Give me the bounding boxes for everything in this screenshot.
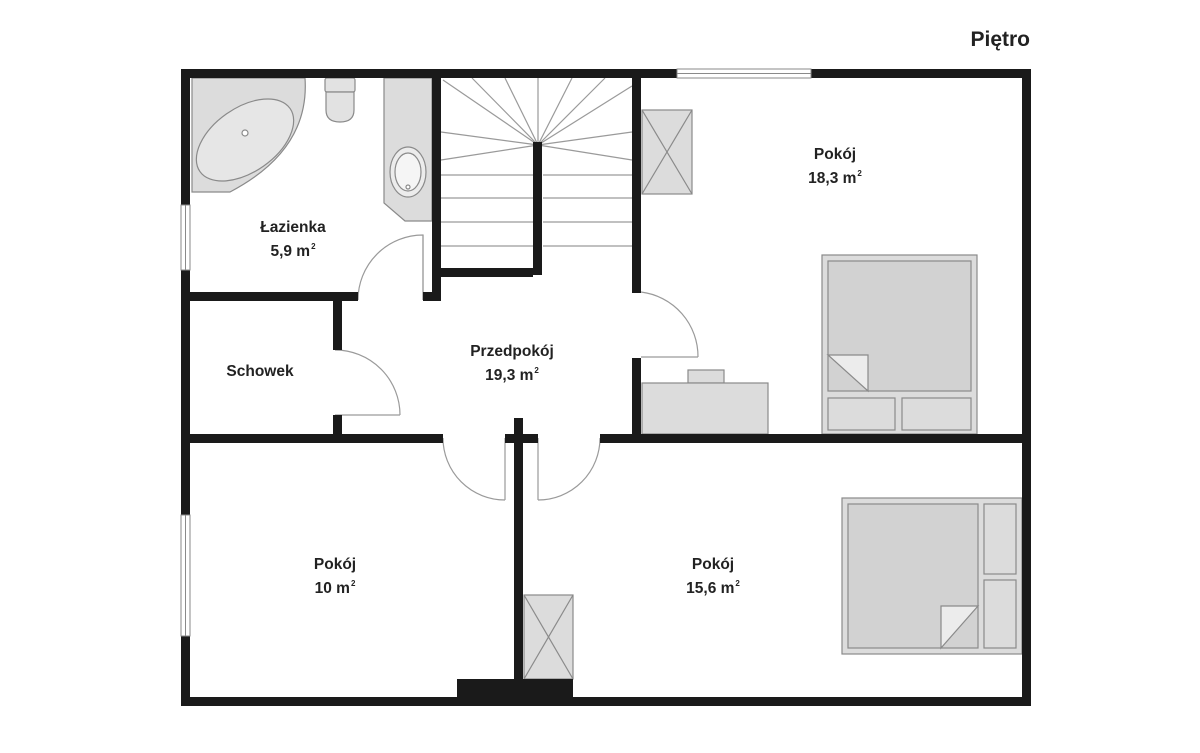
room-name: Przedpokój (470, 343, 554, 360)
wardrobe-s (523, 594, 574, 680)
room-area: 10 m2 (314, 579, 356, 597)
walls (181, 69, 1031, 706)
room-label-storage: Schowek (205, 362, 315, 381)
room-label-hall: Przedpokój 19,3 m2 (452, 342, 572, 385)
desk (641, 369, 769, 435)
bathtub (191, 77, 306, 193)
room-name: Schowek (226, 363, 294, 380)
room-area: 15,6 m2 (686, 579, 740, 597)
wardrobe-ne (641, 109, 693, 195)
room-label-bathroom: Łazienka 5,9 m2 (238, 218, 348, 261)
room-label-room-se: Pokój 15,6 m2 (658, 555, 768, 598)
windows (180, 68, 812, 637)
room-name: Pokój (691, 556, 735, 573)
room-name: Pokój (813, 146, 857, 163)
floor-title: Piętro (970, 28, 1030, 51)
room-label-room-ne: Pokój 18,3 m2 (780, 145, 890, 188)
washbasin-counter (383, 77, 433, 222)
room-name: Pokój (313, 556, 357, 573)
toilet (324, 77, 356, 123)
room-area: 18,3 m2 (808, 169, 862, 187)
bed-ne (821, 254, 978, 435)
bed-se (841, 497, 1023, 655)
room-label-room-sw: Pokój 10 m2 (280, 555, 390, 598)
room-name: Łazienka (260, 219, 326, 236)
room-area: 19,3 m2 (485, 366, 539, 384)
door-swings (334, 234, 699, 501)
staircase (440, 77, 633, 247)
room-area: 5,9 m2 (270, 242, 316, 260)
